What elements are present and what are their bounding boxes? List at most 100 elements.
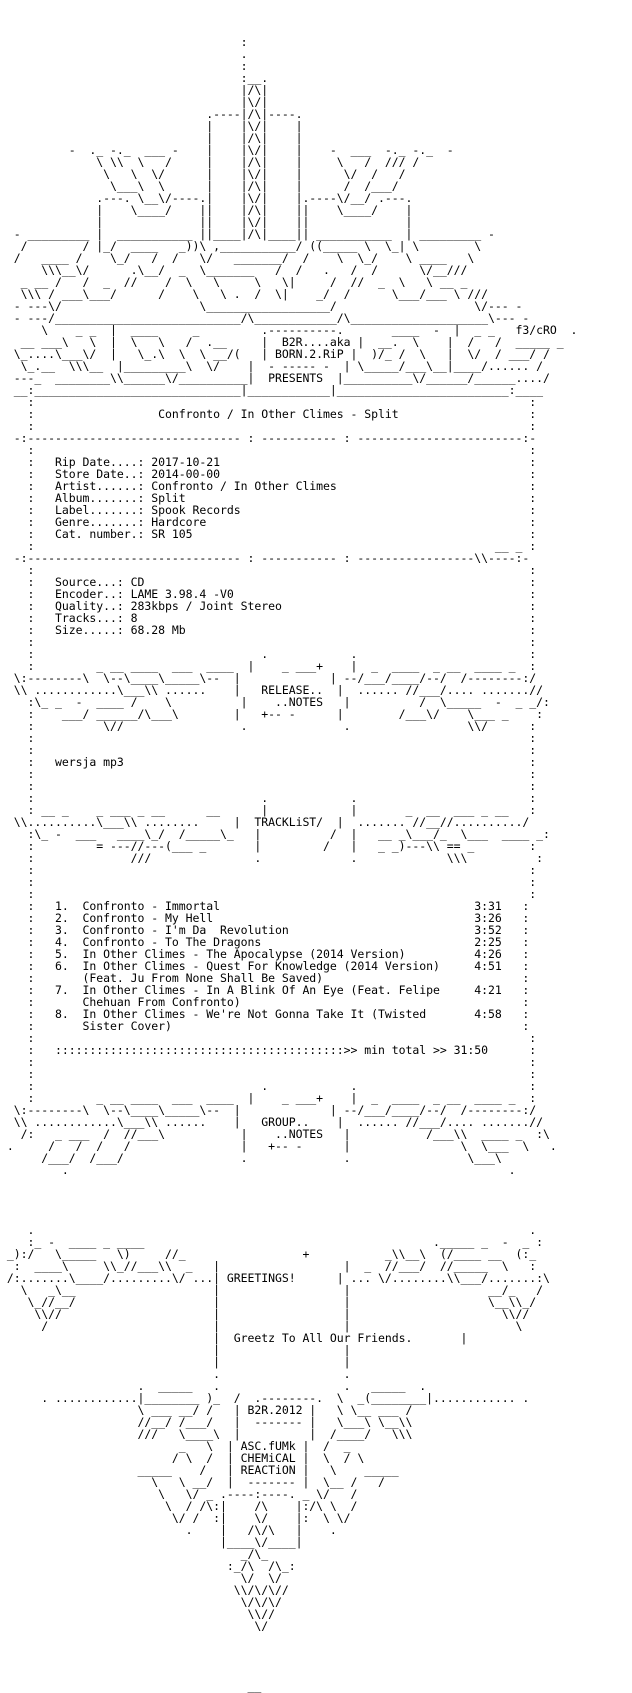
nfo-line: :__.	[0, 71, 269, 85]
nfo-line: \ _\__ | | __/_ /	[0, 1283, 544, 1297]
nfo-line: :	[0, 35, 248, 49]
nfo-line: : :	[0, 635, 537, 649]
nfo-line: _):/ \_____ \) //_ + _\\__\ (/____ __ (:…	[0, 1247, 537, 1261]
nfo-line: __	[0, 1679, 262, 1693]
nfo-line: : __ _ :	[0, 539, 537, 553]
nfo-line: \ / /\:| /\ |:/\ \ /	[0, 1499, 358, 1513]
nfo-line: : Source...: CD :	[0, 575, 537, 589]
nfo-line: /___/ /___/ . . \___\	[0, 1151, 502, 1165]
nfo-line: : :	[0, 1031, 537, 1045]
nfo-line: \/	[0, 1619, 269, 1633]
nfo-line: : Tracks...: 8 :	[0, 611, 537, 625]
nfo-line: |/\|	[0, 83, 269, 97]
nfo-line: : :	[0, 863, 537, 877]
nfo-line: \ \\ \ / | |/\| | \ / /// /	[0, 155, 420, 169]
nfo-line: \\ ............\___\\ ...... | RELEASE..…	[0, 683, 544, 697]
nfo-line: : Size.....: 68.28 Mb :	[0, 623, 537, 637]
nfo-line: : _ __ ____ ___ ____ | _ ___+ | _ ____ _…	[0, 1091, 537, 1105]
nfo-line: | |	[0, 1343, 351, 1357]
nfo-line: : Rip Date....: 2017-10-21 :	[0, 455, 537, 469]
nfo-line: : Sister Cover) :	[0, 1019, 530, 1033]
nfo-line: : :	[0, 395, 537, 409]
nfo-line: : 4. Confronto - To The Dragons 2:25 :	[0, 935, 530, 949]
nfo-line: \\/\/\//	[0, 1583, 289, 1597]
nfo-line: / ____ / \_/ / / \/ _______/ / \ \_/ \ _…	[0, 251, 475, 265]
nfo-line: /: _ ___ / //___\ | ..NOTES | /___\\ ___…	[0, 1127, 550, 1141]
nfo-line: \___\ \ | |/\| | / /___/	[0, 179, 399, 193]
nfo-line: .----|/\|----.	[0, 107, 303, 121]
nfo-line: : _ __ ____ ___ ____ | _ ___+ | _ ____ _…	[0, 659, 537, 673]
nfo-line: : Artist......: Confronto / In Other Cli…	[0, 479, 537, 493]
nfo-line: _ \ | ASC.fUMk | / _	[0, 1439, 351, 1453]
nfo-line: \\\ / ___\___/ / \ \ . / \| _/ / \___/__…	[0, 287, 489, 301]
nfo-line: \ ___ __/ / | B2R.2012 | \ \__ ___ /	[0, 1403, 413, 1417]
nfo-line: : :	[0, 743, 537, 757]
nfo-line: \\// | | \\//	[0, 1307, 530, 1321]
nfo-line: - ---/___________________________/\_____…	[0, 311, 530, 325]
nfo-line: : 3. Confronto - I'm Da Revolution 3:52 …	[0, 923, 530, 937]
nfo-line: : Chehuan From Confronto) :	[0, 995, 530, 1009]
nfo-line: : :	[0, 419, 537, 433]
nfo-line: _ __ / / _ // / \ \ \ \| / // _ \ \ __ _	[0, 275, 468, 289]
nfo-line: : Cat. number.: SR 105 :	[0, 527, 537, 541]
nfo-line: : :	[0, 887, 537, 901]
nfo-line: | |\/| |	[0, 119, 303, 133]
nfo-line: - ._ -._ ___ - | |\/| | - ___ -._ -._ -	[0, 143, 454, 157]
nfo-line: |____\/____|	[0, 1535, 303, 1549]
nfo-line: : . . :	[0, 791, 537, 805]
nfo-line: : . . :	[0, 1079, 537, 1093]
nfo-line: / \ / | CHEMiCAL | \ / \	[0, 1451, 365, 1465]
nfo-line: \ \ \/ | |\/| | \/ / /	[0, 167, 406, 181]
nfo-line: . ............|________ )_ / .--------. …	[0, 1391, 530, 1405]
nfo-line: : Genre.......: Hardcore :	[0, 515, 537, 529]
nfo-line: : . . :	[0, 647, 537, 661]
nfo-line: \_.__ \\\__ |_________\ \/ | - ----- - |…	[0, 359, 544, 373]
nfo-line: \/ \/	[0, 1571, 282, 1585]
nfo-line: :_ - ____ _ ____ ._____ _ - _ :	[0, 1235, 544, 1249]
nfo-line: _____ / | REACTiON | \ _____	[0, 1463, 399, 1477]
nfo-line: . _____ . . _____ .	[0, 1379, 427, 1393]
nfo-line: : Confronto / In Other Climes - Split :	[0, 407, 537, 421]
nfo-line	[0, 1632, 632, 1644]
nfo-line: / | | \	[0, 1319, 523, 1333]
nfo-line	[0, 1656, 632, 1668]
nfo-line: //__/ /___/ | ------- | \___\ \__\\	[0, 1415, 413, 1429]
nfo-line: \:--------\ \--\____\_____\-- | | --/___…	[0, 1103, 537, 1117]
nfo-line: : 2. Confronto - My Hell 3:26 :	[0, 911, 530, 925]
nfo-line: : :	[0, 731, 537, 745]
nfo-line: | \____/ || |/\| || \____/ |	[0, 203, 413, 217]
nfo-line: \:--------\ \--\____\_____\-- | | --/___…	[0, 671, 537, 685]
nfo-line: : Encoder..: LAME 3.98.4 -V0 :	[0, 587, 537, 601]
nfo-line: - ---\/ \__________________/ \/--- -	[0, 299, 523, 313]
nfo-line: .---. \__\/----.| |\/| |.----\/__/ .---.	[0, 191, 413, 205]
nfo-line: \\//	[0, 1607, 275, 1621]
nfo-line: . .	[0, 1163, 516, 1177]
nfo-line: : Album.......: Split :	[0, 491, 537, 505]
nfo-line: . | /\/\ | .	[0, 1523, 337, 1537]
nfo-line: \_//__/ | | \__\\_/	[0, 1295, 537, 1309]
nfo-line: : :	[0, 767, 537, 781]
nfo-line: :_/\ /\_:	[0, 1559, 296, 1573]
nfo-line: : ____\ \\_//___\\ _ | | _ //___/ //____…	[0, 1259, 537, 1273]
nfo-line: | Greetz To All Our Friends. |	[0, 1331, 468, 1345]
nfo-line: : ___/ ______/\___\ | +-- - | /___\/ \__…	[0, 707, 544, 721]
nfo-line: - _________ | ___________ ||____|/\|____…	[0, 227, 495, 241]
nfo-line: -:------------------------------- : ----…	[0, 551, 530, 565]
nfo-line: :\_ _ - ____ / \ | ..NOTES | / \_____ - …	[0, 695, 550, 709]
nfo-line: : /// . . \\\ :	[0, 851, 544, 865]
nfo-line: /// \____\ | | /____/ \\\	[0, 1427, 413, 1441]
nfo-line: : 5. In Other Climes - The Apocalypse (2…	[0, 947, 530, 961]
nfo-line: : :	[0, 875, 537, 889]
nfo-line: \\..........\___\\ ........ | TRACKLiST/…	[0, 815, 530, 829]
nfo-line: . .	[0, 1367, 351, 1381]
nfo-line: __:______________________________|______…	[0, 383, 544, 397]
nfo-line: ---_ ________\\______\/__________| PRESE…	[0, 371, 550, 385]
nfo-line: : (Feat. Ju From None Shall Be Saved) :	[0, 971, 530, 985]
nfo-line: :\_ - ___ ____\_/ /_____\_ | / | __ _\__…	[0, 827, 550, 841]
nfo-line: : 8. In Other Climes - We're Not Gonna T…	[0, 1007, 530, 1021]
nfo-line: __ ___\ \ | \ \ / .__ | B2R....aka | __.…	[0, 335, 564, 349]
nfo-line: | |/\| |	[0, 131, 303, 145]
nfo-line: | |	[0, 1355, 351, 1369]
nfo-line	[0, 1668, 632, 1680]
